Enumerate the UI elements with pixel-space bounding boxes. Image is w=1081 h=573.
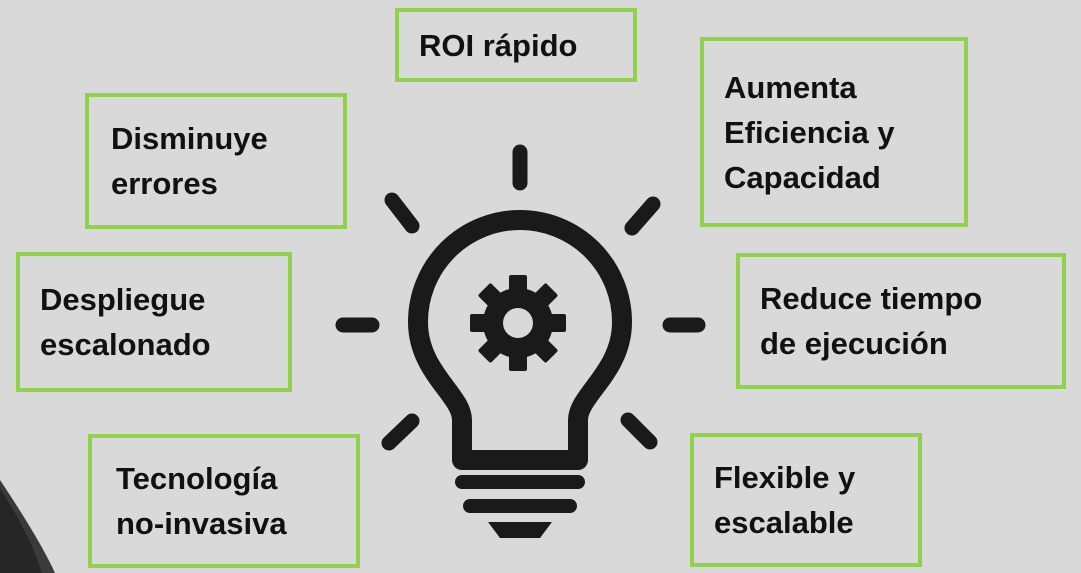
benefit-errors-line-1: Disminuye [111,121,268,156]
benefit-flexible-box: Flexible y escalable [690,433,922,567]
benefit-efficiency-line-1: Aumenta [724,69,857,105]
ray-bottom-right [620,412,658,450]
benefit-roi-line-1: ROI rápido [419,27,578,63]
benefit-efficiency-line-3: Capacidad [724,159,881,195]
benefit-technology-line-1: Tecnología [116,461,278,496]
benefit-flexible-line-1: Flexible y [714,460,856,495]
ray-bottom-left [381,413,420,451]
benefit-technology-line-2: no-invasiva [116,506,287,541]
benefit-roi-box: ROI rápido [395,8,637,82]
benefit-technology-box: Tecnología no-invasiva [88,434,360,568]
benefit-efficiency-line-2: Eficiencia y [724,114,895,150]
ray-top-left [384,192,420,234]
benefit-errors-box: Disminuye errores [85,93,347,229]
benefit-time-box: Reduce tiempo de ejecución [736,253,1066,389]
lightbulb-gear-icon [335,144,706,538]
benefit-time-line-1: Reduce tiempo [760,281,983,316]
benefit-errors-line-2: errores [111,166,218,201]
benefit-time-line-2: de ejecución [760,326,948,361]
benefit-deployment-box: Despliegue escalonado [16,252,292,392]
benefit-deployment-line-2: escalonado [40,327,211,362]
bulb-outline [408,210,632,470]
ray-top-right [624,196,661,236]
benefit-flexible-line-2: escalable [714,505,854,540]
benefit-efficiency-box: Aumenta Eficiencia y Capacidad [700,37,968,227]
benefit-deployment-line-1: Despliegue [40,282,206,317]
